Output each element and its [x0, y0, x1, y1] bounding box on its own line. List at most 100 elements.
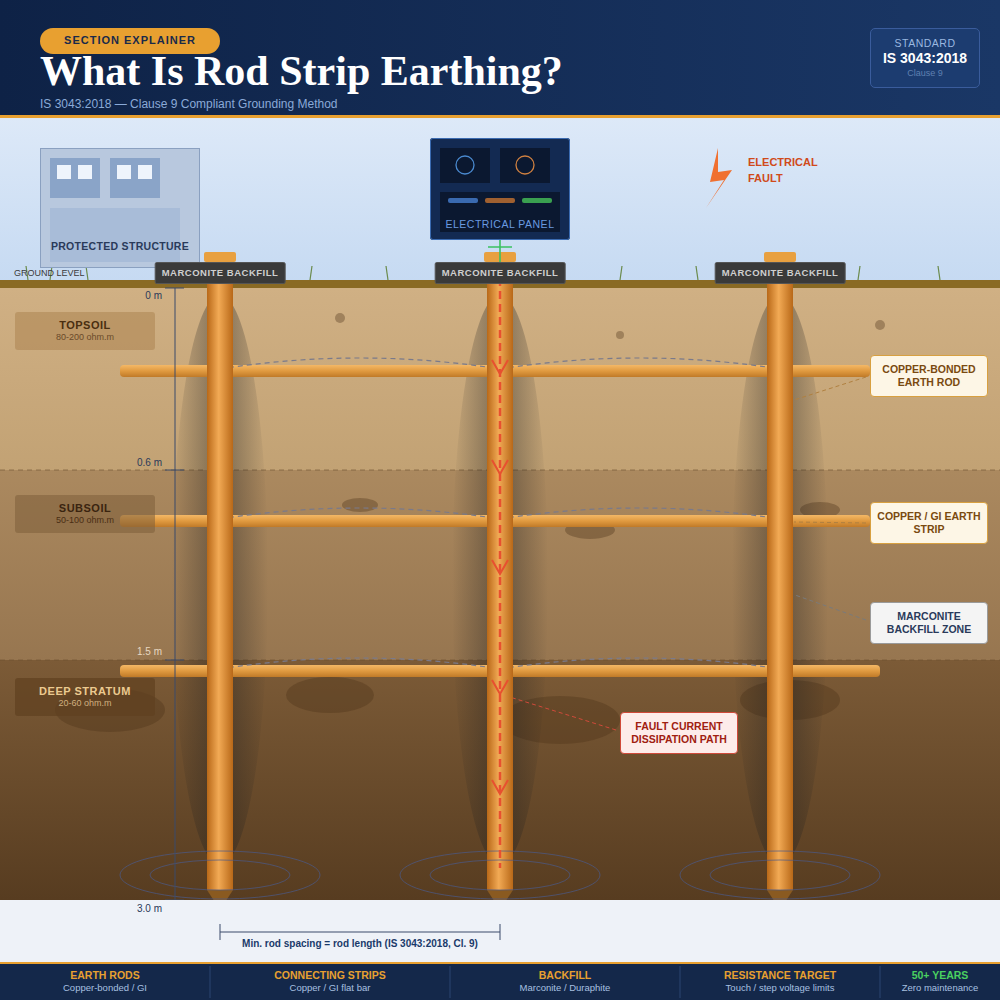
- illustration-part: [487, 262, 513, 890]
- illustration-part: [706, 148, 732, 208]
- illustration-part: [499, 265, 502, 868]
- illustration-part: [680, 966, 681, 998]
- node-text: 50-100 ohm.m: [56, 515, 114, 526]
- illustration-part: [500, 358, 780, 369]
- illustration-part: [220, 508, 500, 519]
- illustration-part: [710, 860, 850, 890]
- illustration-part: [440, 192, 560, 232]
- illustration-part: [0, 115, 1000, 118]
- illustration-part: [794, 522, 866, 523]
- soil-layer-tag: TOPSOIL80-200 ohm.m: [15, 312, 155, 350]
- node-text: Copper / GI flat bar: [290, 982, 371, 994]
- node-text: 80-200 ohm.m: [56, 332, 114, 343]
- node-text: Marconite / Duraphite: [520, 982, 611, 994]
- illustration-part: [120, 851, 320, 899]
- illustration-part: [680, 851, 880, 899]
- node-text: MARCONITE BACKFILL: [442, 267, 559, 279]
- illustration-part: [0, 0, 1000, 115]
- illustration-part: [430, 138, 570, 240]
- callout-box: COPPER-BONDED EARTH ROD: [870, 355, 988, 397]
- illustration-part: [522, 198, 552, 203]
- node-text: MARCONITE BACKFILL ZONE: [876, 610, 982, 636]
- illustration-part: [492, 560, 508, 574]
- illustration-part: [492, 460, 508, 474]
- dimension-label: Min. rod spacing = rod length (IS 3043:2…: [242, 938, 478, 951]
- callout-box: MARCONITE BACKFILL ZONE: [870, 602, 988, 644]
- illustration-part: [220, 358, 500, 369]
- illustration-part: [485, 198, 515, 203]
- illustration-part: [767, 262, 793, 890]
- node-text: BACKFILL: [539, 969, 592, 982]
- illustration-part: [220, 924, 221, 940]
- footer-cell: CONNECTING STRIPSCopper / GI flat bar: [210, 964, 450, 998]
- illustration-part: [335, 313, 345, 323]
- illustration-part: [117, 165, 131, 179]
- illustration-part: [286, 677, 374, 713]
- soil-layer-tag: SUBSOIL50-100 ohm.m: [15, 495, 155, 533]
- panel-box: ELECTRICAL PANEL: [430, 138, 570, 240]
- node-text: 50+ YEARS: [912, 969, 969, 982]
- node-text: Zero maintenance: [902, 982, 979, 994]
- illustration-part: [50, 208, 180, 262]
- node-text: MARCONITE BACKFILL: [722, 267, 839, 279]
- illustration-part: [220, 658, 500, 669]
- illustration-part: [938, 266, 940, 280]
- illustration-part: [880, 966, 881, 998]
- illustration-part: [516, 156, 534, 174]
- backfill-tag: MARCONITE BACKFILL: [435, 262, 566, 284]
- illustration-part: [204, 252, 236, 262]
- node-text: DEEP STRATUM: [39, 685, 131, 699]
- backfill-tag: MARCONITE BACKFILL: [715, 262, 846, 284]
- backfill-tag: MARCONITE BACKFILL: [155, 262, 286, 284]
- structure-box: PROTECTED STRUCTURE: [40, 148, 200, 268]
- illustration-part: [500, 658, 780, 669]
- ground-conductor: [499, 240, 501, 262]
- soil-layer-tag: DEEP STRATUM20-60 ohm.m: [15, 678, 155, 716]
- illustration-part: [450, 966, 451, 998]
- node-text: SUBSOIL: [59, 502, 111, 516]
- illustration-part: [0, 962, 1000, 964]
- illustration-part: [616, 331, 624, 339]
- node-text: COPPER-BONDED EARTH ROD: [876, 363, 982, 389]
- node-text: 20-60 ohm.m: [58, 698, 111, 709]
- illustration-part: [175, 288, 176, 900]
- illustration-part: [310, 266, 312, 280]
- illustration-part: [400, 851, 600, 899]
- footer-cell: RESISTANCE TARGETTouch / step voltage li…: [680, 964, 880, 998]
- illustration-part: [165, 470, 184, 471]
- depth-label: 0 m: [145, 290, 162, 303]
- illustration-part: [440, 148, 490, 183]
- ground-level-label: GROUND LEVEL: [14, 268, 85, 279]
- subtitle: IS 3043:2018 — Clause 9 Compliant Ground…: [40, 97, 338, 112]
- depth-label: 0.6 m: [137, 457, 162, 470]
- node-text: ELECTRICAL PANEL: [446, 218, 555, 231]
- fault-callout: FAULT CURRENT DISSIPATION PATH: [620, 712, 738, 754]
- illustration-part: [484, 252, 516, 262]
- illustration-part: [500, 924, 501, 940]
- illustration-part: [86, 266, 88, 280]
- illustration-part: [764, 252, 796, 262]
- illustration-part: [165, 288, 184, 289]
- illustration-part: [210, 966, 211, 998]
- node-text: IS 3043:2018: [883, 50, 967, 68]
- illustration-part: [50, 158, 100, 198]
- node-text: RESISTANCE TARGET: [724, 969, 836, 982]
- illustration-part: [875, 320, 885, 330]
- illustration-part: [794, 377, 866, 400]
- illustration-part: [456, 156, 474, 174]
- node-text: SECTION EXPLAINER: [64, 34, 196, 48]
- illustration-part: [57, 165, 71, 179]
- node-text: MARCONITE BACKFILL: [162, 267, 279, 279]
- illustration-part: [165, 660, 184, 661]
- footer-cell: 50+ YEARSZero maintenance: [880, 964, 1000, 998]
- node-text: EARTH RODS: [70, 969, 139, 982]
- illustration-part: [492, 780, 508, 794]
- callout-box: COPPER / GI EARTH STRIP: [870, 502, 988, 544]
- node-text: COPPER / GI EARTH STRIP: [876, 510, 982, 536]
- node-text: TOPSOIL: [59, 319, 111, 333]
- standard-badge: STANDARDIS 3043:2018Clause 9: [870, 28, 980, 88]
- node-text: PROTECTED STRUCTURE: [51, 240, 189, 253]
- illustration-part: [78, 165, 92, 179]
- illustration-part: [500, 508, 780, 519]
- node-text: Clause 9: [907, 68, 943, 79]
